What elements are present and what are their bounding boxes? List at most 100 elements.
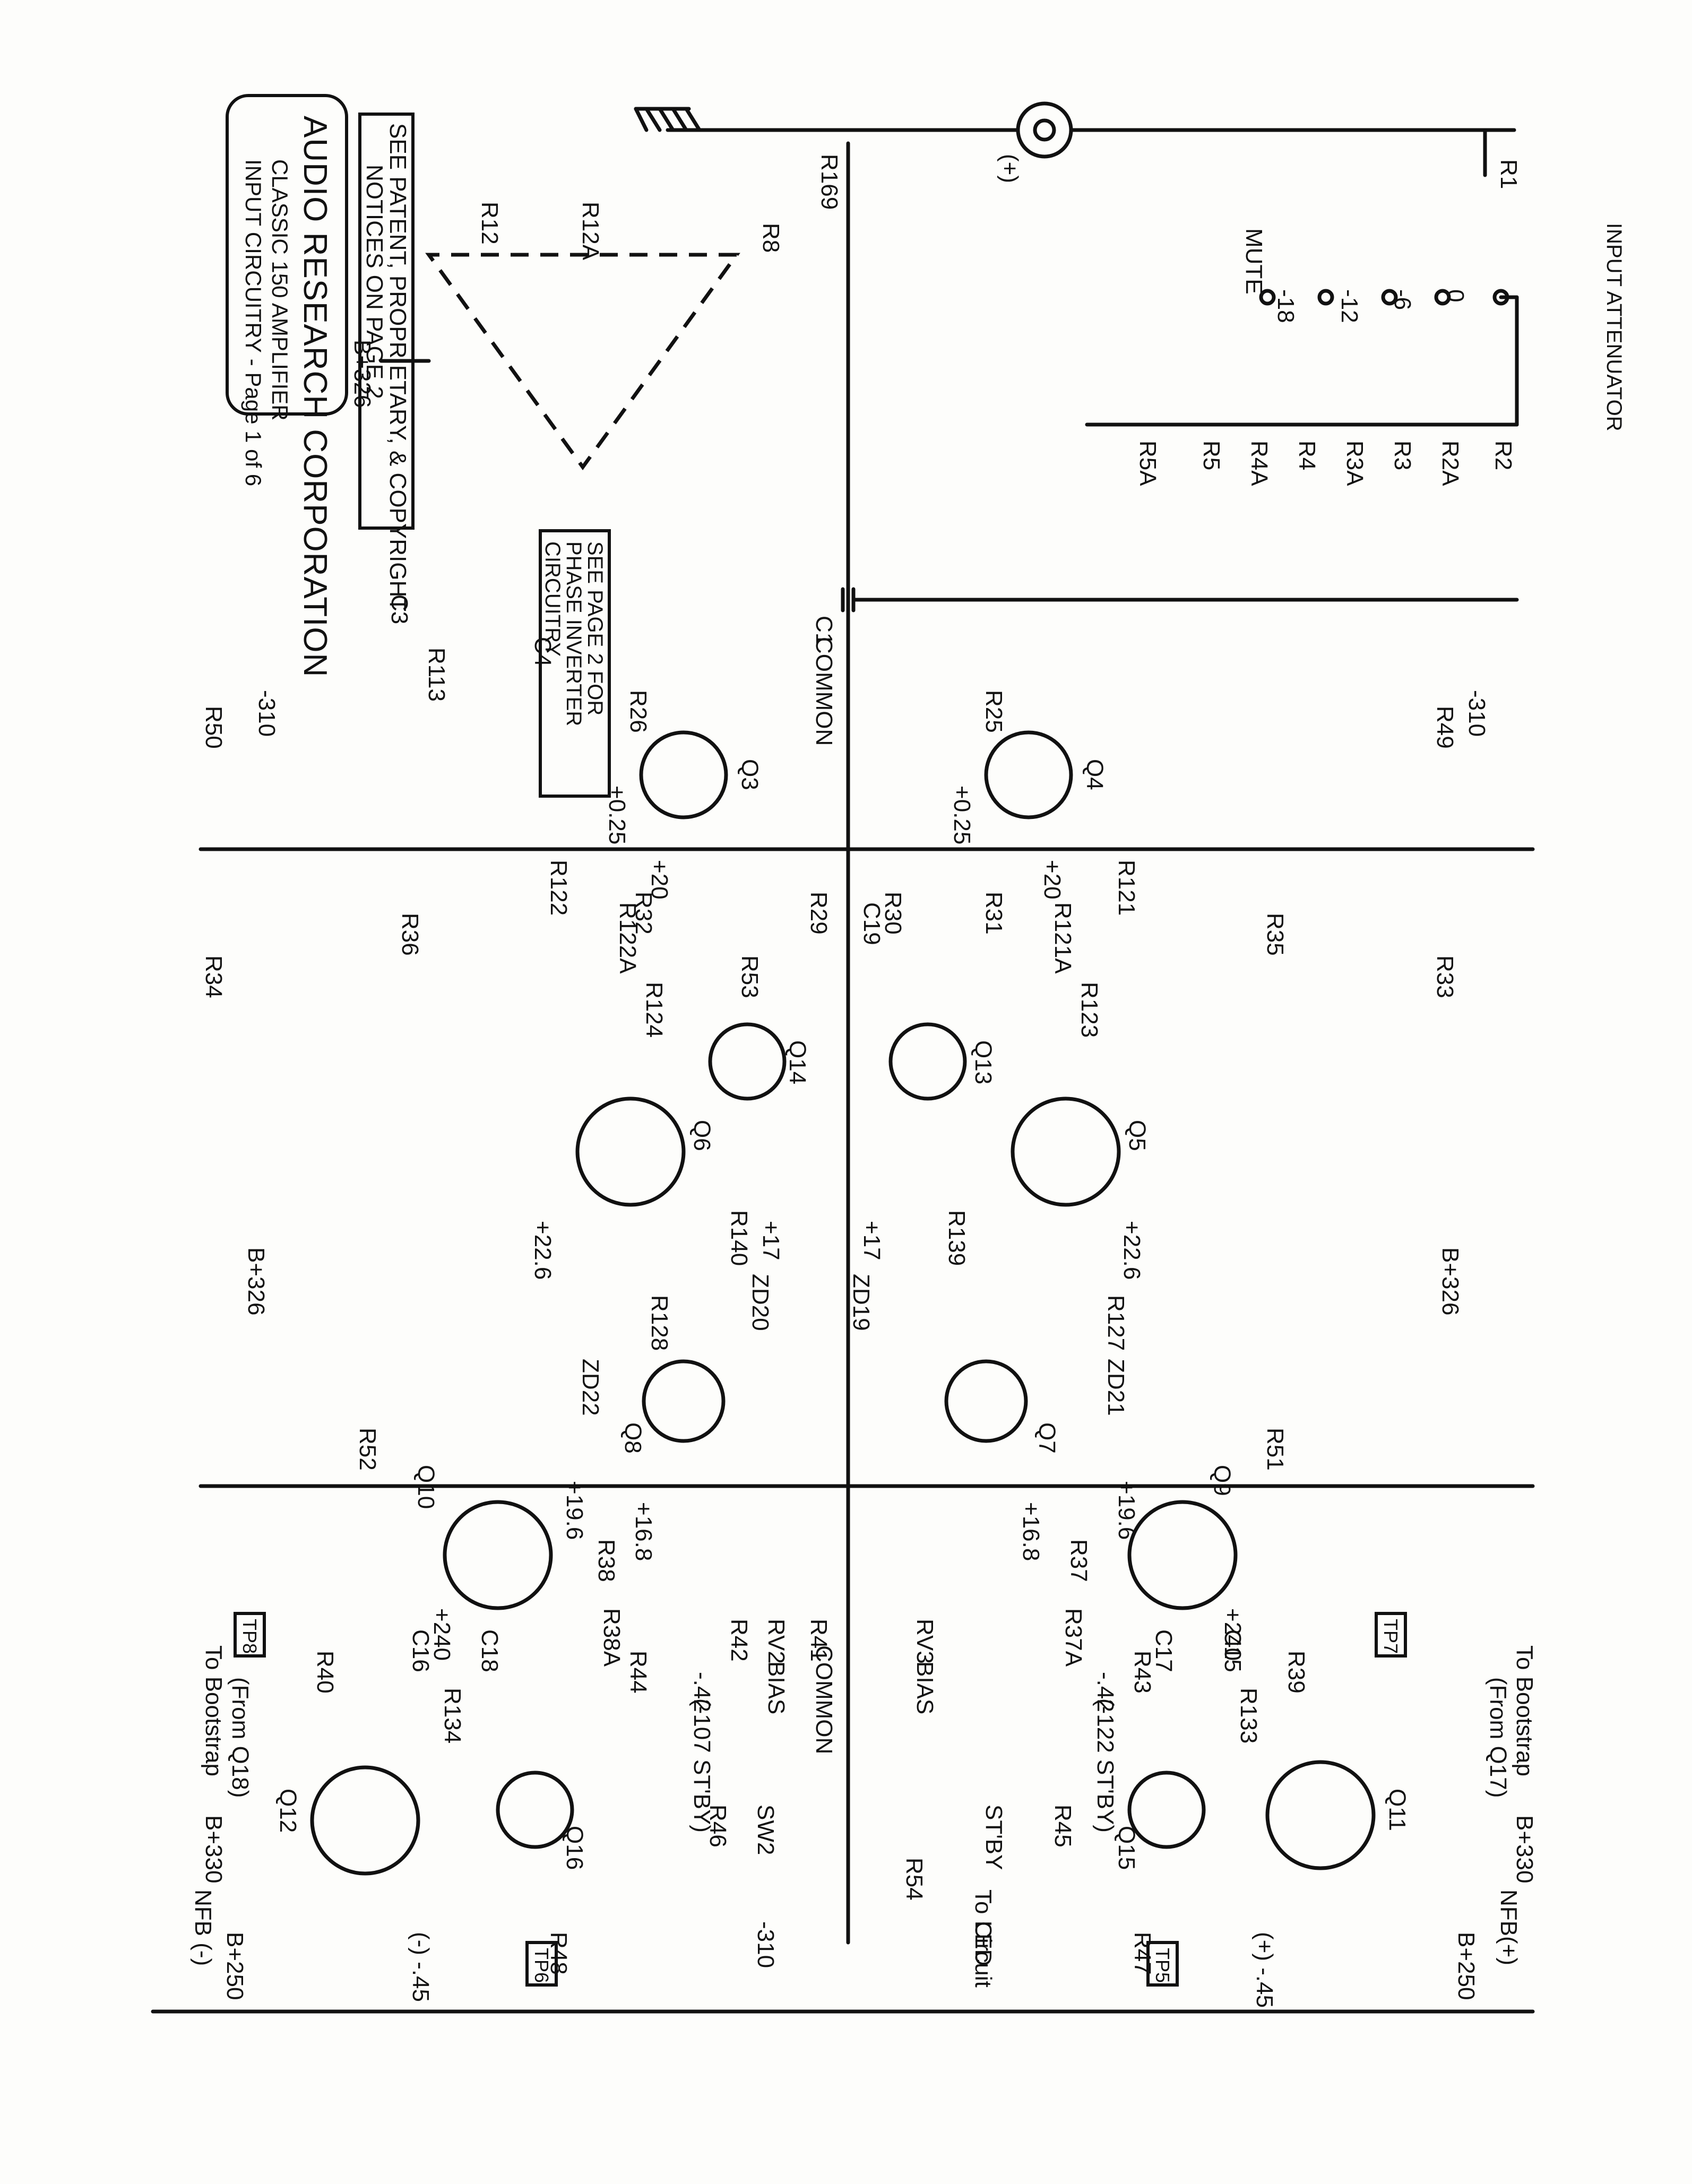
phase-note-3: CIRCUITRY [541,541,564,657]
out-voltage-plus: (+) -.45 [1251,1932,1277,2008]
minus-310-right: -310 [1464,690,1490,737]
bootstrap-label-left: To Bootstrap [201,1645,227,1776]
att-tap-18: -18 [1273,289,1299,323]
q14-symbol [708,1022,787,1101]
bootstrap-b330-left: B+330 [201,1815,227,1883]
bias-label-rv3: BIAS [912,1661,938,1714]
r1-label: R1 [1496,159,1522,189]
q8-symbol [642,1359,726,1443]
r54-label: R54 [901,1858,927,1901]
q3-drain-voltage: +20 [1039,860,1065,900]
q6-symbol [575,1097,686,1207]
zd19-voltage: +17 [859,1221,885,1261]
r8-label: R8 [758,223,784,253]
q4-drain-voltage: +20 [646,860,672,900]
bplus-326-left: B+326 [243,1247,269,1315]
bootstrap-b330-right: B+330 [1512,1815,1538,1883]
attenuator-title: INPUT ATTENUATOR [1602,223,1626,431]
q3-label: Q3 [737,759,763,790]
phase-inverter-block: SEE PAGE 2 FOR PHASE INVERTER CIRCUITRY … [349,202,784,798]
page-label: INPUT CIRCUITRY - Page 1 of 6 [241,159,266,486]
r43-label: R43 [1129,1651,1155,1694]
r37a-label: R37A [1060,1608,1086,1667]
from-q17-label: (From Q17) [1485,1677,1511,1798]
q5-label: Q5 [1124,1120,1150,1151]
phase-note-frame [539,529,611,798]
q14-label: Q14 [784,1040,810,1084]
notice-line-1: SEE PATENT, PROPRIETARY, & COPYRIGHT [385,123,411,611]
r123-label: R123 [1076,982,1102,1038]
input-jack [1016,101,1073,159]
q9-drain-voltage: +240 [1220,1608,1246,1661]
input-pair: Q3 Q4 +0.25 +0.25 R25 R26 R29 R30 R31 R3… [198,690,1535,935]
q16-symbol [496,1771,574,1849]
output-stage: Q11 Q12 Q15 Q16 R133 R134 C15 C16 C17 C1… [190,1612,1538,2008]
r139-label: R139 [944,1210,970,1266]
q8-label: Q8 [620,1422,646,1454]
zd19-label: ZD19 [848,1274,874,1331]
r40-label: R40 [312,1651,338,1694]
zd22-label: ZD22 [577,1359,603,1416]
r25-label: R25 [981,690,1007,733]
rv2-label: RV2 [763,1619,789,1664]
q9-label: Q9 [1209,1465,1235,1496]
r4a-label: R4A [1246,441,1272,486]
zd20-label: ZD20 [747,1274,773,1331]
q4-symbol [984,730,1073,819]
c3-label: C3 [386,594,412,624]
tp5-label: TP5 [1152,1948,1173,1983]
q7-voltage: +16.8 [1018,1502,1044,1561]
bias-label-rv2: BIAS [763,1661,789,1714]
phase-note-1: SEE PAGE 2 FOR [583,541,607,715]
from-q18-label: (From Q18) [227,1677,253,1798]
q13-label: Q13 [970,1040,996,1084]
output-driver-stage: Q9 Q10 +19.6 +19.6 +240 +240 R37 R38 R37… [413,1465,1246,1667]
r42-label: R42 [726,1619,752,1662]
tp7-label: TP7 [1380,1619,1402,1654]
q10-symbol [443,1500,553,1610]
sw2-label: SW2 [753,1805,779,1855]
q9-voltage: +19.6 [1113,1481,1139,1540]
to-led-label: To LED [970,1889,996,1966]
c4-label: C4 [530,637,556,667]
q5-voltage: +22.6 [1119,1221,1145,1280]
q8-voltage: +16.8 [631,1502,657,1561]
r133-label: R133 [1236,1688,1262,1743]
q4-label: Q4 [1082,759,1108,790]
nfb-minus-label: NFB (-) [190,1889,216,1966]
c16-label: C16 [408,1629,434,1672]
stby-label: ST'BY [981,1805,1007,1870]
r169-label: R169 [816,154,842,210]
phase-note-2: PHASE INVERTER [562,541,585,726]
rv3-label: RV3 [912,1619,938,1664]
r113-label: R113 [424,648,450,702]
common-label-2: COMMON [811,1645,837,1754]
model-name: CLASSIC 150 AMPLIFIER [267,159,292,421]
q6-label: Q6 [689,1120,715,1151]
bplus-326-right: B+326 [1437,1247,1463,1315]
r12a-label: R12A [577,202,603,261]
r121a-label: R121A [1050,902,1076,974]
r35-label: R35 [1262,913,1288,956]
r122a-label: R122A [615,902,641,974]
c17-label: C17 [1151,1629,1177,1672]
r52-label: R52 [355,1428,381,1471]
q6-voltage: +22.6 [530,1221,556,1280]
r30-label: R30 [880,892,906,935]
r41-label: R41 [806,1619,832,1662]
r49-label: R49 [1432,706,1458,749]
rv2-standby: (-107 ST'BY) [689,1698,715,1833]
q9-symbol [1127,1500,1238,1610]
phase-bplus-label: B+326 [349,340,375,408]
q10-drain-voltage: +240 [429,1608,455,1661]
r32-label: R32 [631,892,657,935]
r53-label: R53 [737,955,763,998]
q3-symbol [639,730,728,819]
c19-label: C19 [859,902,885,945]
att-tap-12: -12 [1336,289,1362,323]
r34-label: R34 [201,955,227,998]
q7-symbol [944,1359,1028,1443]
input-plus-label: (+) [997,154,1023,183]
